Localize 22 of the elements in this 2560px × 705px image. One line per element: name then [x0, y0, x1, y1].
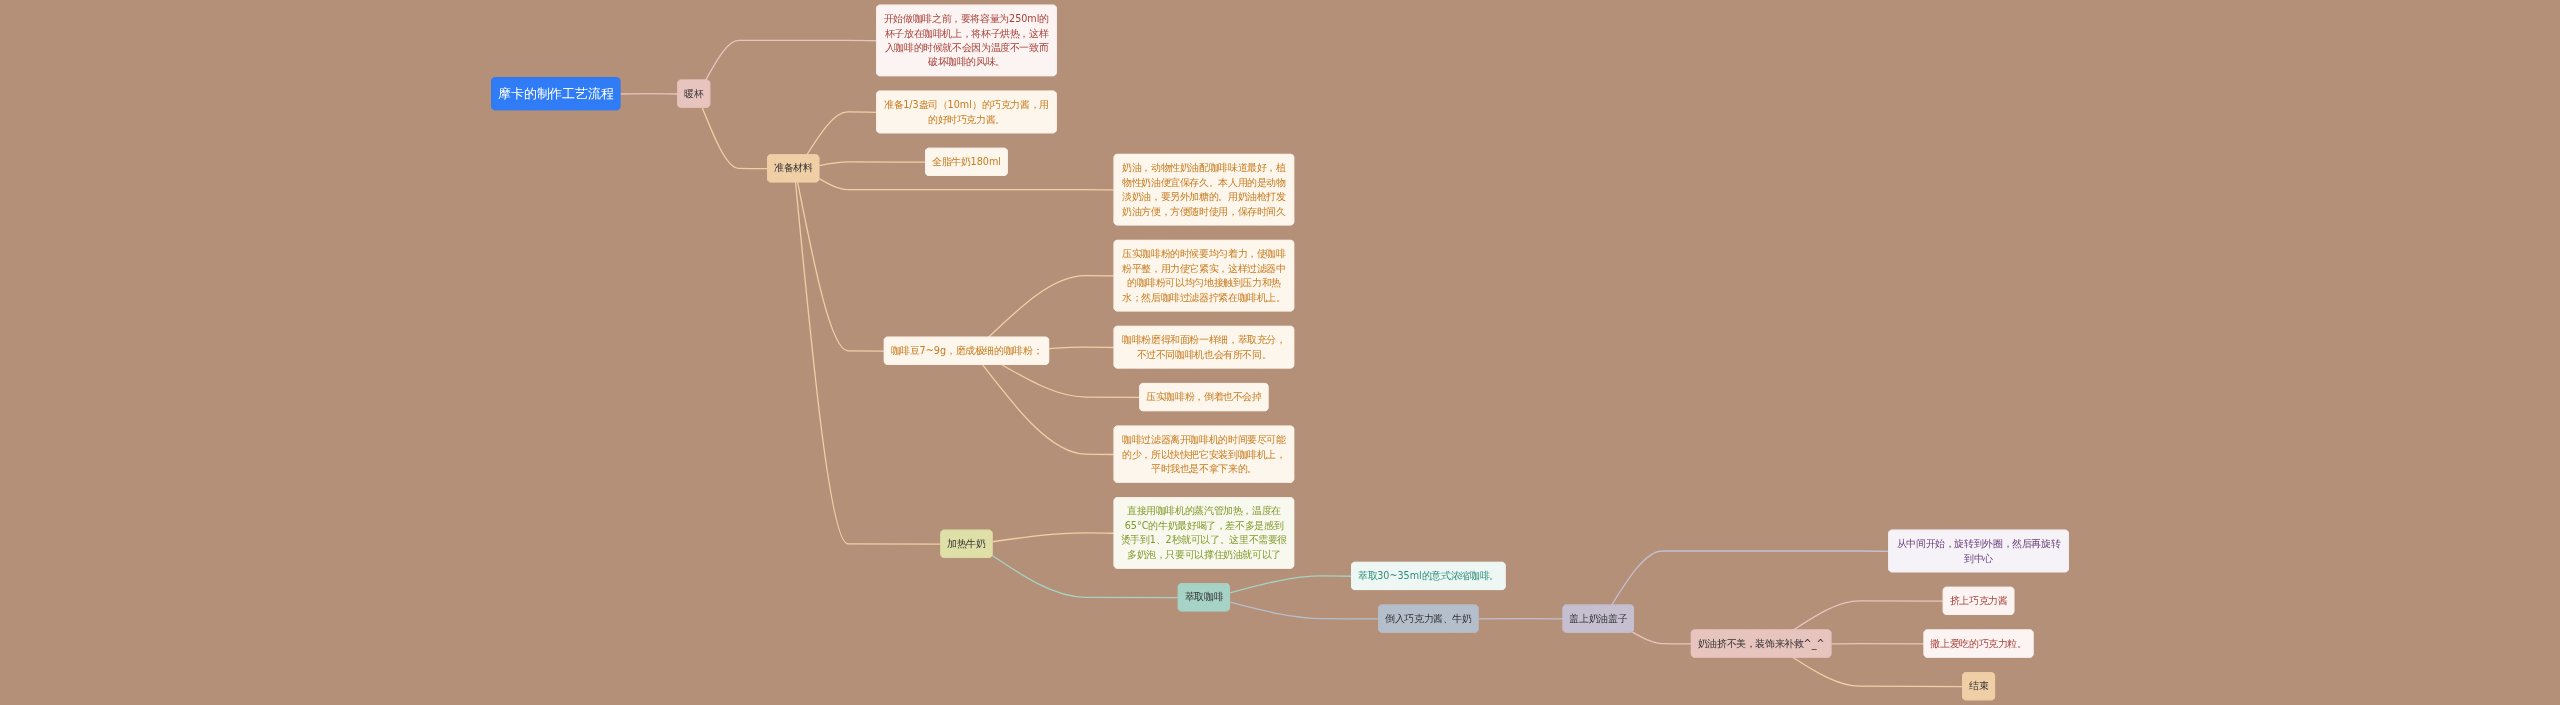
connector [794, 181, 942, 545]
connector [1229, 601, 1380, 620]
connector [987, 274, 1116, 339]
connector [1792, 656, 1964, 688]
connector [1229, 575, 1353, 594]
connector [1792, 600, 1945, 631]
connector [1048, 346, 1116, 350]
connector [1477, 617, 1564, 620]
connector [991, 554, 1180, 599]
connector [704, 39, 878, 81]
connector [1001, 364, 1141, 398]
connector [619, 93, 679, 95]
connector [1631, 631, 1693, 645]
connector [981, 364, 1116, 456]
connector [806, 111, 878, 156]
connector [1610, 550, 1890, 606]
connector [701, 107, 769, 170]
connector [818, 178, 1116, 191]
connector [818, 161, 927, 167]
connector [991, 532, 1116, 543]
connector [1830, 642, 1925, 645]
connector [796, 181, 886, 352]
